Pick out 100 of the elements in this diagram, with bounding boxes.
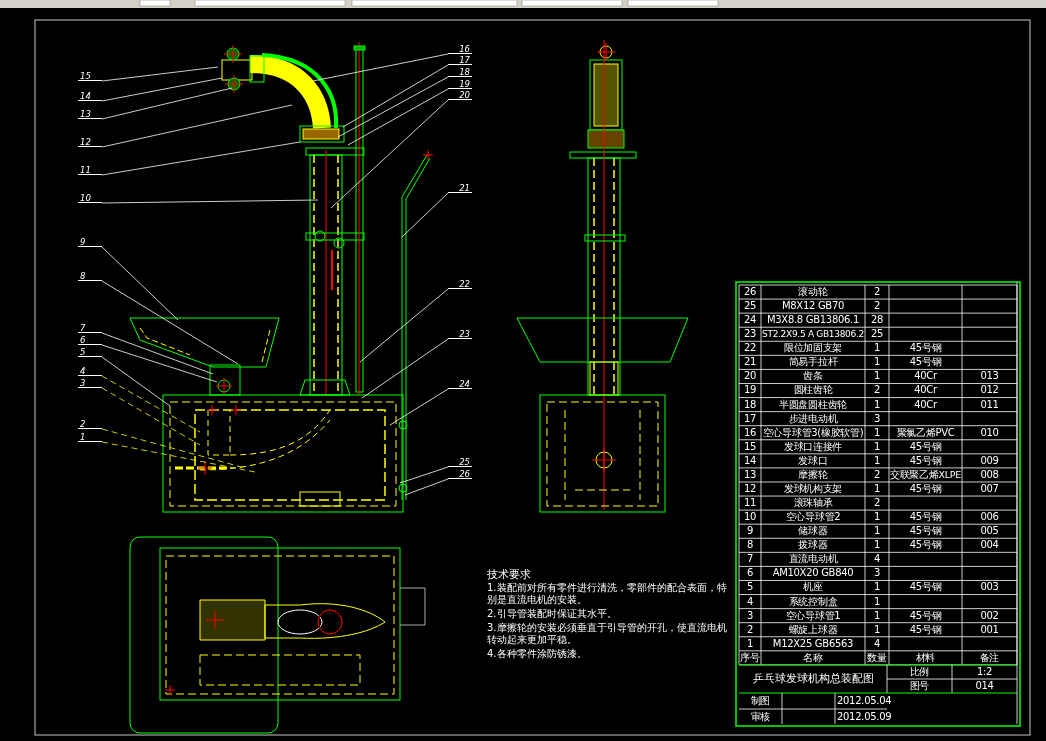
callout-number: 17 xyxy=(448,55,472,65)
column-header: 序号 xyxy=(740,650,760,665)
leader-line xyxy=(337,76,449,138)
quantity: 28 xyxy=(869,313,885,328)
material: 45号钢 xyxy=(908,580,943,595)
leader-line xyxy=(361,338,449,399)
item-number: 3 xyxy=(745,608,755,623)
drawing-number-value: 014 xyxy=(974,679,995,693)
date-text: 2012.05.04 xyxy=(837,694,893,708)
material: 45号钢 xyxy=(908,510,943,525)
item-number: 10 xyxy=(742,510,758,525)
item-number: 4 xyxy=(745,594,755,609)
leader-line xyxy=(101,66,219,82)
part-name: 发球机构支架 xyxy=(782,481,844,496)
callout-number: 18 xyxy=(448,67,472,77)
callout-number: 26 xyxy=(448,469,472,479)
material: 交联聚乙烯XLPE xyxy=(890,467,961,482)
callout-number: 13 xyxy=(78,109,102,119)
leader-line xyxy=(399,466,449,484)
quantity: 1 xyxy=(872,369,882,384)
callout-number: 19 xyxy=(448,79,472,89)
column-header: 名称 xyxy=(802,650,824,665)
callout-number: 12 xyxy=(78,137,102,147)
callout-number: 14 xyxy=(78,91,102,101)
material: 45号钢 xyxy=(908,439,943,454)
material: 45号钢 xyxy=(908,453,943,468)
material: 45号钢 xyxy=(908,341,943,356)
remark: 012 xyxy=(979,383,1000,398)
quantity: 1 xyxy=(872,453,882,468)
item-number: 12 xyxy=(742,481,758,496)
leader-line xyxy=(330,99,449,209)
callout-number: 6 xyxy=(78,335,102,345)
callout-number: 16 xyxy=(448,44,472,54)
callout-number: 5 xyxy=(78,347,102,357)
leader-line xyxy=(101,280,239,365)
part-name: 拨球器 xyxy=(797,538,829,553)
quantity: 1 xyxy=(872,580,882,595)
quantity: 1 xyxy=(872,355,882,370)
callout-number: 21 xyxy=(448,183,472,193)
item-number: 15 xyxy=(742,439,758,454)
part-name: M12X25 GB6563 xyxy=(771,636,855,651)
item-number: 23 xyxy=(742,327,758,342)
quantity: 25 xyxy=(869,327,885,342)
item-number: 8 xyxy=(745,538,755,553)
callout-number: 1 xyxy=(78,432,102,442)
callout-number: 2 xyxy=(78,419,102,429)
note-text: 4.各种零件涂防锈漆。 xyxy=(487,648,588,660)
quantity: 3 xyxy=(872,566,882,581)
part-name: 空心导球管2 xyxy=(784,510,842,525)
part-name: 发球口 xyxy=(797,453,829,468)
item-number: 18 xyxy=(742,397,758,412)
part-name: M3X8.8 GB13806.1 xyxy=(765,313,861,328)
part-name: 螺旋上球器 xyxy=(787,622,839,637)
remark: 008 xyxy=(979,467,1000,482)
material: 40Cr xyxy=(913,383,938,398)
remark: 007 xyxy=(979,481,1000,496)
quantity: 1 xyxy=(872,510,882,525)
item-number: 17 xyxy=(742,411,758,426)
callout-number: 10 xyxy=(78,193,102,203)
leader-line xyxy=(347,88,449,146)
item-number: 13 xyxy=(742,467,758,482)
quantity: 1 xyxy=(872,439,882,454)
leader-line xyxy=(101,356,171,407)
callout-number: 24 xyxy=(448,379,472,389)
callout-number: 23 xyxy=(448,329,472,339)
quantity: 1 xyxy=(872,594,882,609)
item-number: 26 xyxy=(742,285,758,299)
item-number: 21 xyxy=(742,355,758,370)
callout-number: 3 xyxy=(78,378,102,388)
material: 聚氯乙烯PVC xyxy=(895,425,956,440)
part-name: 限位加固支架 xyxy=(782,341,844,356)
quantity: 4 xyxy=(872,552,882,567)
quantity: 1 xyxy=(872,622,882,637)
remark: 006 xyxy=(979,510,1000,525)
quantity: 3 xyxy=(872,411,882,426)
remark: 002 xyxy=(979,608,1000,623)
quantity: 2 xyxy=(872,285,882,299)
part-name: 系统控制盒 xyxy=(787,594,839,609)
leader-line xyxy=(101,87,233,120)
material: 45号钢 xyxy=(908,481,943,496)
item-number: 14 xyxy=(742,453,758,468)
remark: 005 xyxy=(979,524,1000,539)
drawing-title: 乒乓球发球机构总装配图 xyxy=(751,670,875,687)
remark: 009 xyxy=(979,453,1000,468)
leader-line xyxy=(101,375,201,433)
material: 40Cr xyxy=(913,397,938,412)
callout-number: 25 xyxy=(448,457,472,467)
column-header: 数量 xyxy=(866,650,888,665)
material: 45号钢 xyxy=(908,524,943,539)
item-number: 19 xyxy=(742,383,758,398)
callout-number: 15 xyxy=(78,71,102,81)
quantity: 4 xyxy=(872,636,882,651)
quantity: 1 xyxy=(872,538,882,553)
item-number: 1 xyxy=(745,636,755,651)
leader-line xyxy=(101,77,223,102)
item-number: 25 xyxy=(742,299,758,314)
part-name: 储球器 xyxy=(797,524,829,539)
part-name: ST2.2X9.5 A GB13806.2 xyxy=(762,328,864,342)
part-name: 滚动轮 xyxy=(797,285,829,299)
part-name: 滚珠轴承 xyxy=(792,496,834,511)
